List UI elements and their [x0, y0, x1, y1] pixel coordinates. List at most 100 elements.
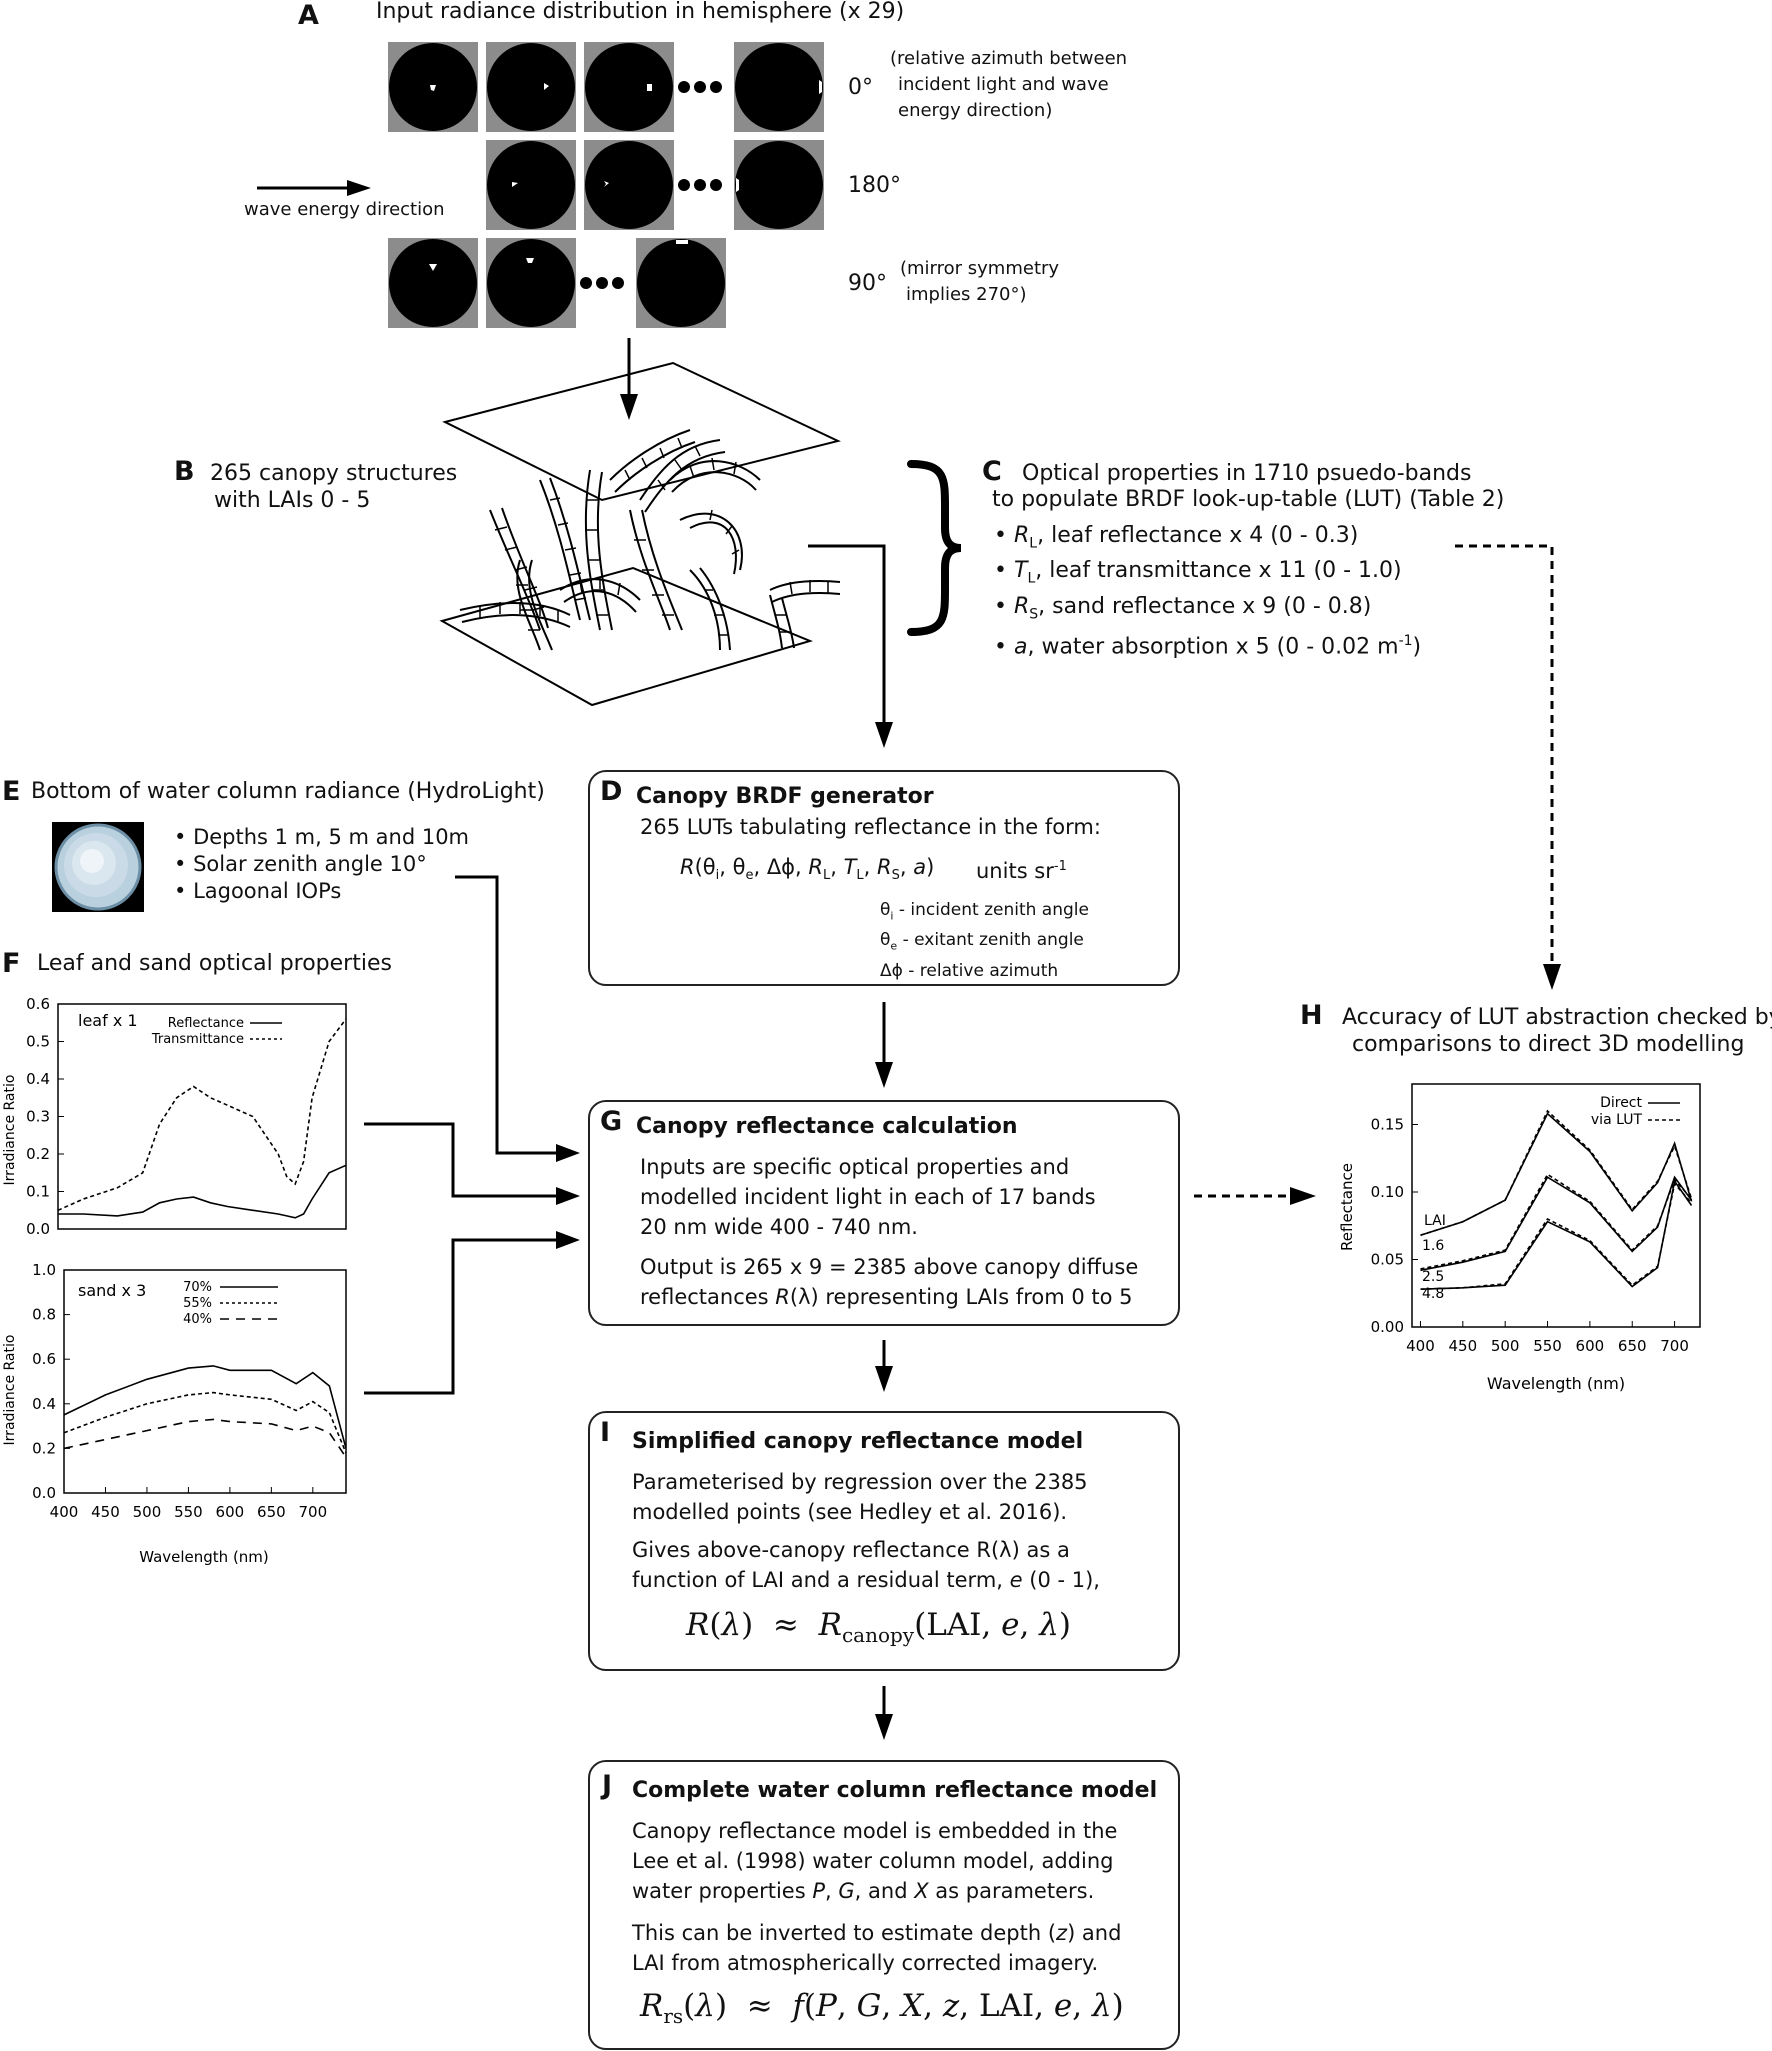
box-g-line: Inputs are specific optical properties a…: [640, 1155, 1070, 1179]
sand-series: [63, 1365, 347, 1458]
h-xtick-label: 700: [1660, 1337, 1689, 1355]
h-lai-label-mid: 2.5: [1422, 1269, 1444, 1285]
panel-e-item: • Depths 1 m, 5 m and 10m: [174, 825, 470, 849]
h-series-line-3: [1420, 1173, 1693, 1270]
leaf-ytick-label: 0.6: [26, 995, 50, 1013]
arrow-i-to-j: [875, 1686, 893, 1740]
box-i-title: Simplified canopy reflectance model: [632, 1429, 1084, 1454]
box-j-line: Lee et al. (1998) water column model, ad…: [632, 1849, 1114, 1873]
h-series: [1420, 1109, 1693, 1290]
label-e: E: [2, 776, 21, 807]
radiance-row-0: [388, 42, 824, 132]
sand-ytick-label: 0.2: [32, 1439, 56, 1457]
row0-note-line: energy direction): [898, 100, 1053, 121]
sand-ytick-label: 0.8: [32, 1306, 56, 1324]
box-g-line: reflectances R(λ) representing LAIs from…: [640, 1285, 1133, 1309]
sand-ylabel: Irradiance Ratio: [2, 1335, 18, 1446]
leaf-panel-title: leaf x 1: [78, 1011, 138, 1030]
row2-note-line: implies 270°): [906, 284, 1027, 305]
sand-legend-70: 70%: [183, 1280, 212, 1295]
label-b: B: [174, 456, 195, 487]
panel-b-line: 265 canopy structures: [210, 461, 458, 486]
h-xtick-label: 450: [1449, 1337, 1478, 1355]
h-ylabel: Reflectance: [1338, 1163, 1356, 1251]
label-c: C: [982, 456, 1002, 487]
sand-ytick-label: 0.6: [32, 1350, 56, 1368]
radiance-hemisphere: [734, 42, 824, 132]
sand-series-line-1: [63, 1391, 347, 1454]
box-j-title: Complete water column reflectance model: [632, 1778, 1158, 1803]
box-g-outputs: Output is 265 x 9 = 2385 above canopy di…: [640, 1252, 1138, 1312]
panel-e-list: • Depths 1 m, 5 m and 10m • Solar zenith…: [174, 824, 469, 905]
sand-legend-40: 40%: [183, 1312, 212, 1327]
hydrolight-radiance-image: [52, 822, 144, 912]
leaf-legend-reflectance: Reflectance: [168, 1016, 244, 1031]
h-lai-label-low: 4.8: [1422, 1286, 1444, 1302]
leaf-ytick-label: 0.1: [26, 1183, 50, 1201]
label-i: I: [600, 1417, 611, 1448]
ellipsis-dots: [580, 277, 624, 289]
definition-item: θe - exitant zenith angle: [880, 930, 1084, 953]
sand-xtick-label: 600: [216, 1503, 245, 1521]
curly-brace: [907, 460, 962, 636]
canopy-structure-drawing: [439, 361, 841, 707]
canopy-brdf-generator-box: D Canopy BRDF generator 265 LUTs tabulat…: [588, 770, 1180, 986]
h-ytick-label: 0.15: [1371, 1116, 1404, 1134]
leaf-chart: Irradiance Ratio 0.00.10.20.30.40.50.6 l…: [2, 995, 347, 1238]
panel-e-item: • Lagoonal IOPs: [174, 879, 342, 903]
leaf-ytick-label: 0.0: [26, 1220, 50, 1238]
h-xtick-label: 650: [1618, 1337, 1647, 1355]
panel-b-line: with LAIs 0 - 5: [214, 488, 371, 513]
h-series-line-5: [1420, 1182, 1693, 1290]
sand-xtick-label: 500: [133, 1503, 162, 1521]
sand-xtick-label: 700: [299, 1503, 328, 1521]
h-ytick-label: 0.00: [1371, 1318, 1404, 1336]
box-j-line: This can be inverted to estimate depth (…: [632, 1921, 1122, 1945]
radiance-plane: [442, 361, 841, 502]
row1-angle: 180°: [848, 173, 901, 198]
h-ytick-label: 0.05: [1371, 1251, 1404, 1269]
h-legend-via-lut: via LUT: [1591, 1112, 1643, 1128]
label-a: A: [298, 0, 319, 31]
sand-xtick-label: 650: [257, 1503, 286, 1521]
box-d-units: units sr-1: [976, 859, 1067, 883]
h-legend-direct: Direct: [1600, 1095, 1642, 1111]
arrow-c-to-h: [1455, 544, 1561, 990]
radiance-hemisphere: [486, 238, 576, 328]
h-yticks: 0.00 0.05 0.10 0.15: [1371, 1116, 1418, 1336]
leaf-yticks: 0.00.10.20.30.40.50.6: [26, 995, 64, 1238]
radiance-row-90: [388, 238, 726, 328]
box-g-line: Output is 265 x 9 = 2385 above canopy di…: [640, 1255, 1139, 1279]
panel-f-title: Leaf and sand optical properties: [37, 951, 392, 976]
radiance-hemisphere: [388, 238, 478, 328]
h-xtick-label: 400: [1406, 1337, 1435, 1355]
h-ytick-label: 0.10: [1371, 1183, 1404, 1201]
panel-a-title: Input radiance distribution in hemispher…: [376, 0, 905, 24]
optical-property-item: • a, water absorption x 5 (0 - 0.02 m-1): [994, 633, 1422, 660]
row0-note: (relative azimuth between incident light…: [890, 46, 1127, 124]
panel-b-text: 265 canopy structures with LAIs 0 - 5: [210, 460, 457, 514]
box-j-equation: Rrs(λ) ≈ f(P, G, X, z, LAI, e, λ): [640, 1988, 1124, 2029]
h-xtick-label: 500: [1491, 1337, 1520, 1355]
radiance-hemisphere: [486, 42, 576, 132]
box-j-inversion: This can be inverted to estimate depth (…: [632, 1918, 1121, 1978]
sand-ytick-label: 0.4: [32, 1395, 56, 1413]
simplified-model-box: I Simplified canopy reflectance model Pa…: [588, 1411, 1180, 1671]
optical-property-item: • TL, leaf transmittance x 11 (0 - 1.0): [994, 558, 1402, 587]
optical-property-item: • RL, leaf reflectance x 4 (0 - 0.3): [994, 523, 1359, 552]
sand-panel-title: sand x 3: [78, 1281, 146, 1300]
radiance-hemisphere: [486, 140, 576, 230]
arrow-d-to-g: [875, 1002, 893, 1088]
box-d-formula: R(θi, θe, Δϕ, RL, TL, RS, a): [680, 855, 935, 884]
box-j-line: water properties P, G, and X as paramete…: [632, 1879, 1095, 1903]
arrow-f-leaf-to-g: [364, 1122, 580, 1205]
box-g-line: modelled incident light in each of 17 ba…: [640, 1185, 1096, 1209]
box-j-line: LAI from atmospherically corrected image…: [632, 1951, 1099, 1975]
row0-note-line: (relative azimuth between: [890, 48, 1128, 69]
sand-plot-frame: [63, 1269, 347, 1494]
